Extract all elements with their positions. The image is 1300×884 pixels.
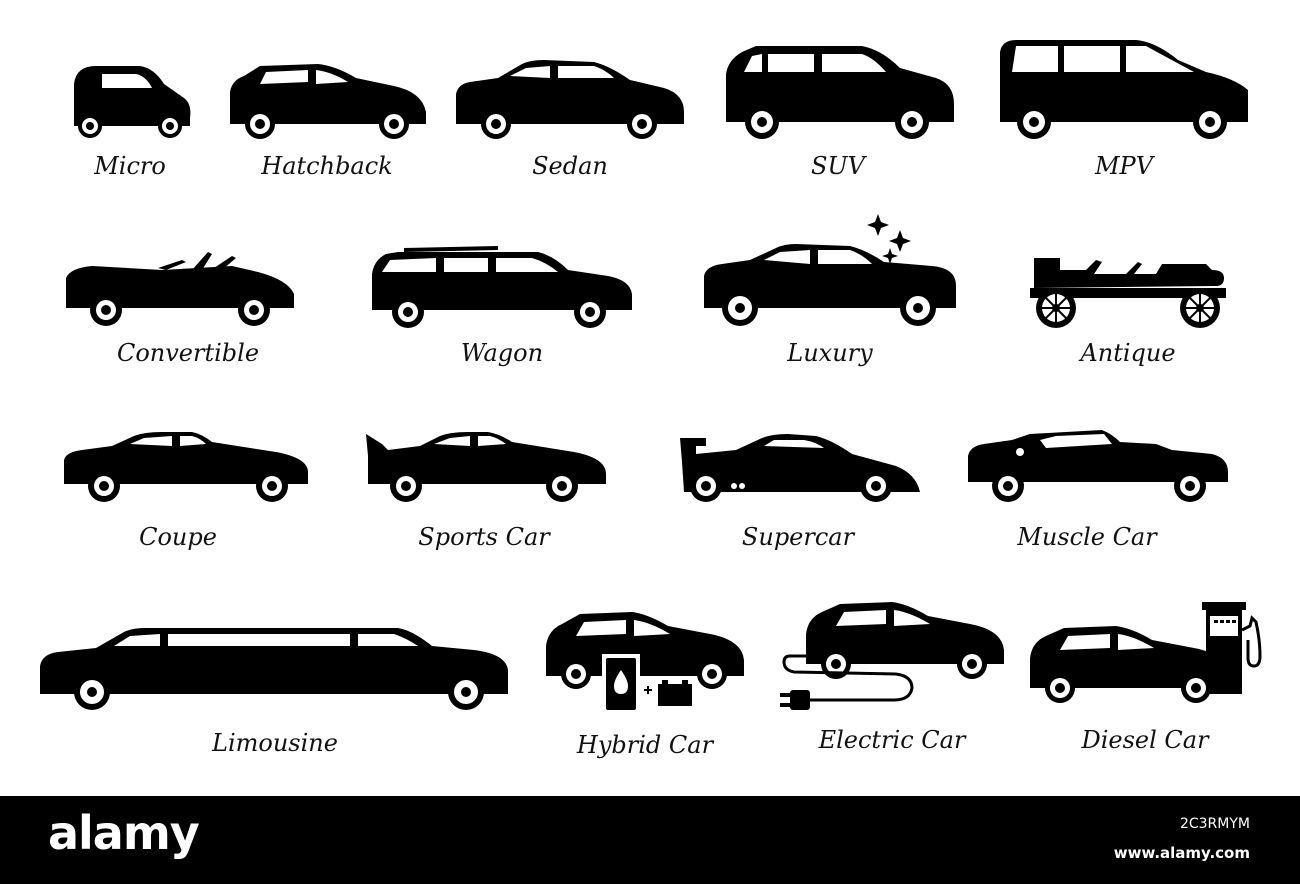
label-muscle-car: Muscle Car — [1017, 523, 1157, 551]
label-electric-car: Electric Car — [818, 726, 966, 754]
image-id: 2C3RMYM — [1179, 816, 1250, 832]
luxury-car-icon — [704, 214, 956, 326]
sports-car-icon — [366, 432, 606, 502]
electric-car-icon — [780, 602, 1004, 710]
watermark-footer: alamy 2C3RMYM www.alamy.com — [0, 796, 1300, 884]
label-suv: SUV — [811, 152, 865, 180]
label-convertible: Convertible — [116, 339, 260, 367]
supercar-icon — [680, 434, 920, 502]
hatchback-car-icon — [230, 64, 426, 139]
label-supercar: Supercar — [741, 523, 855, 551]
label-wagon: Wagon — [460, 339, 544, 367]
mpv-car-icon — [1000, 40, 1248, 139]
label-sedan: Sedan — [532, 152, 608, 180]
hybrid-car-icon — [546, 612, 744, 712]
convertible-car-icon — [66, 252, 294, 326]
label-limousine: Limousine — [212, 729, 338, 757]
suv-car-icon — [726, 46, 954, 139]
wagon-car-icon — [372, 246, 632, 328]
label-mpv: MPV — [1094, 152, 1154, 180]
label-hybrid-car: Hybrid Car — [576, 731, 714, 759]
label-diesel-car: Diesel Car — [1081, 726, 1209, 754]
sedan-car-icon — [456, 60, 684, 139]
car-types-infographic: Micro Hatchback Sedan SUV MPV Convertibl… — [40, 40, 1262, 759]
label-micro: Micro — [94, 152, 166, 180]
diesel-car-icon — [1030, 602, 1262, 703]
label-sports-car: Sports Car — [418, 523, 550, 551]
label-hatchback: Hatchback — [261, 152, 393, 180]
label-coupe: Coupe — [139, 523, 217, 551]
label-antique: Antique — [1080, 339, 1176, 367]
site-url: www.alamy.com — [1113, 844, 1250, 862]
coupe-car-icon — [64, 432, 308, 502]
micro-car-icon — [74, 66, 191, 138]
label-luxury: Luxury — [787, 339, 873, 367]
limousine-icon — [40, 628, 508, 710]
muscle-car-icon — [968, 430, 1228, 502]
antique-car-icon — [1030, 258, 1226, 328]
brand-logo: alamy — [48, 806, 200, 860]
